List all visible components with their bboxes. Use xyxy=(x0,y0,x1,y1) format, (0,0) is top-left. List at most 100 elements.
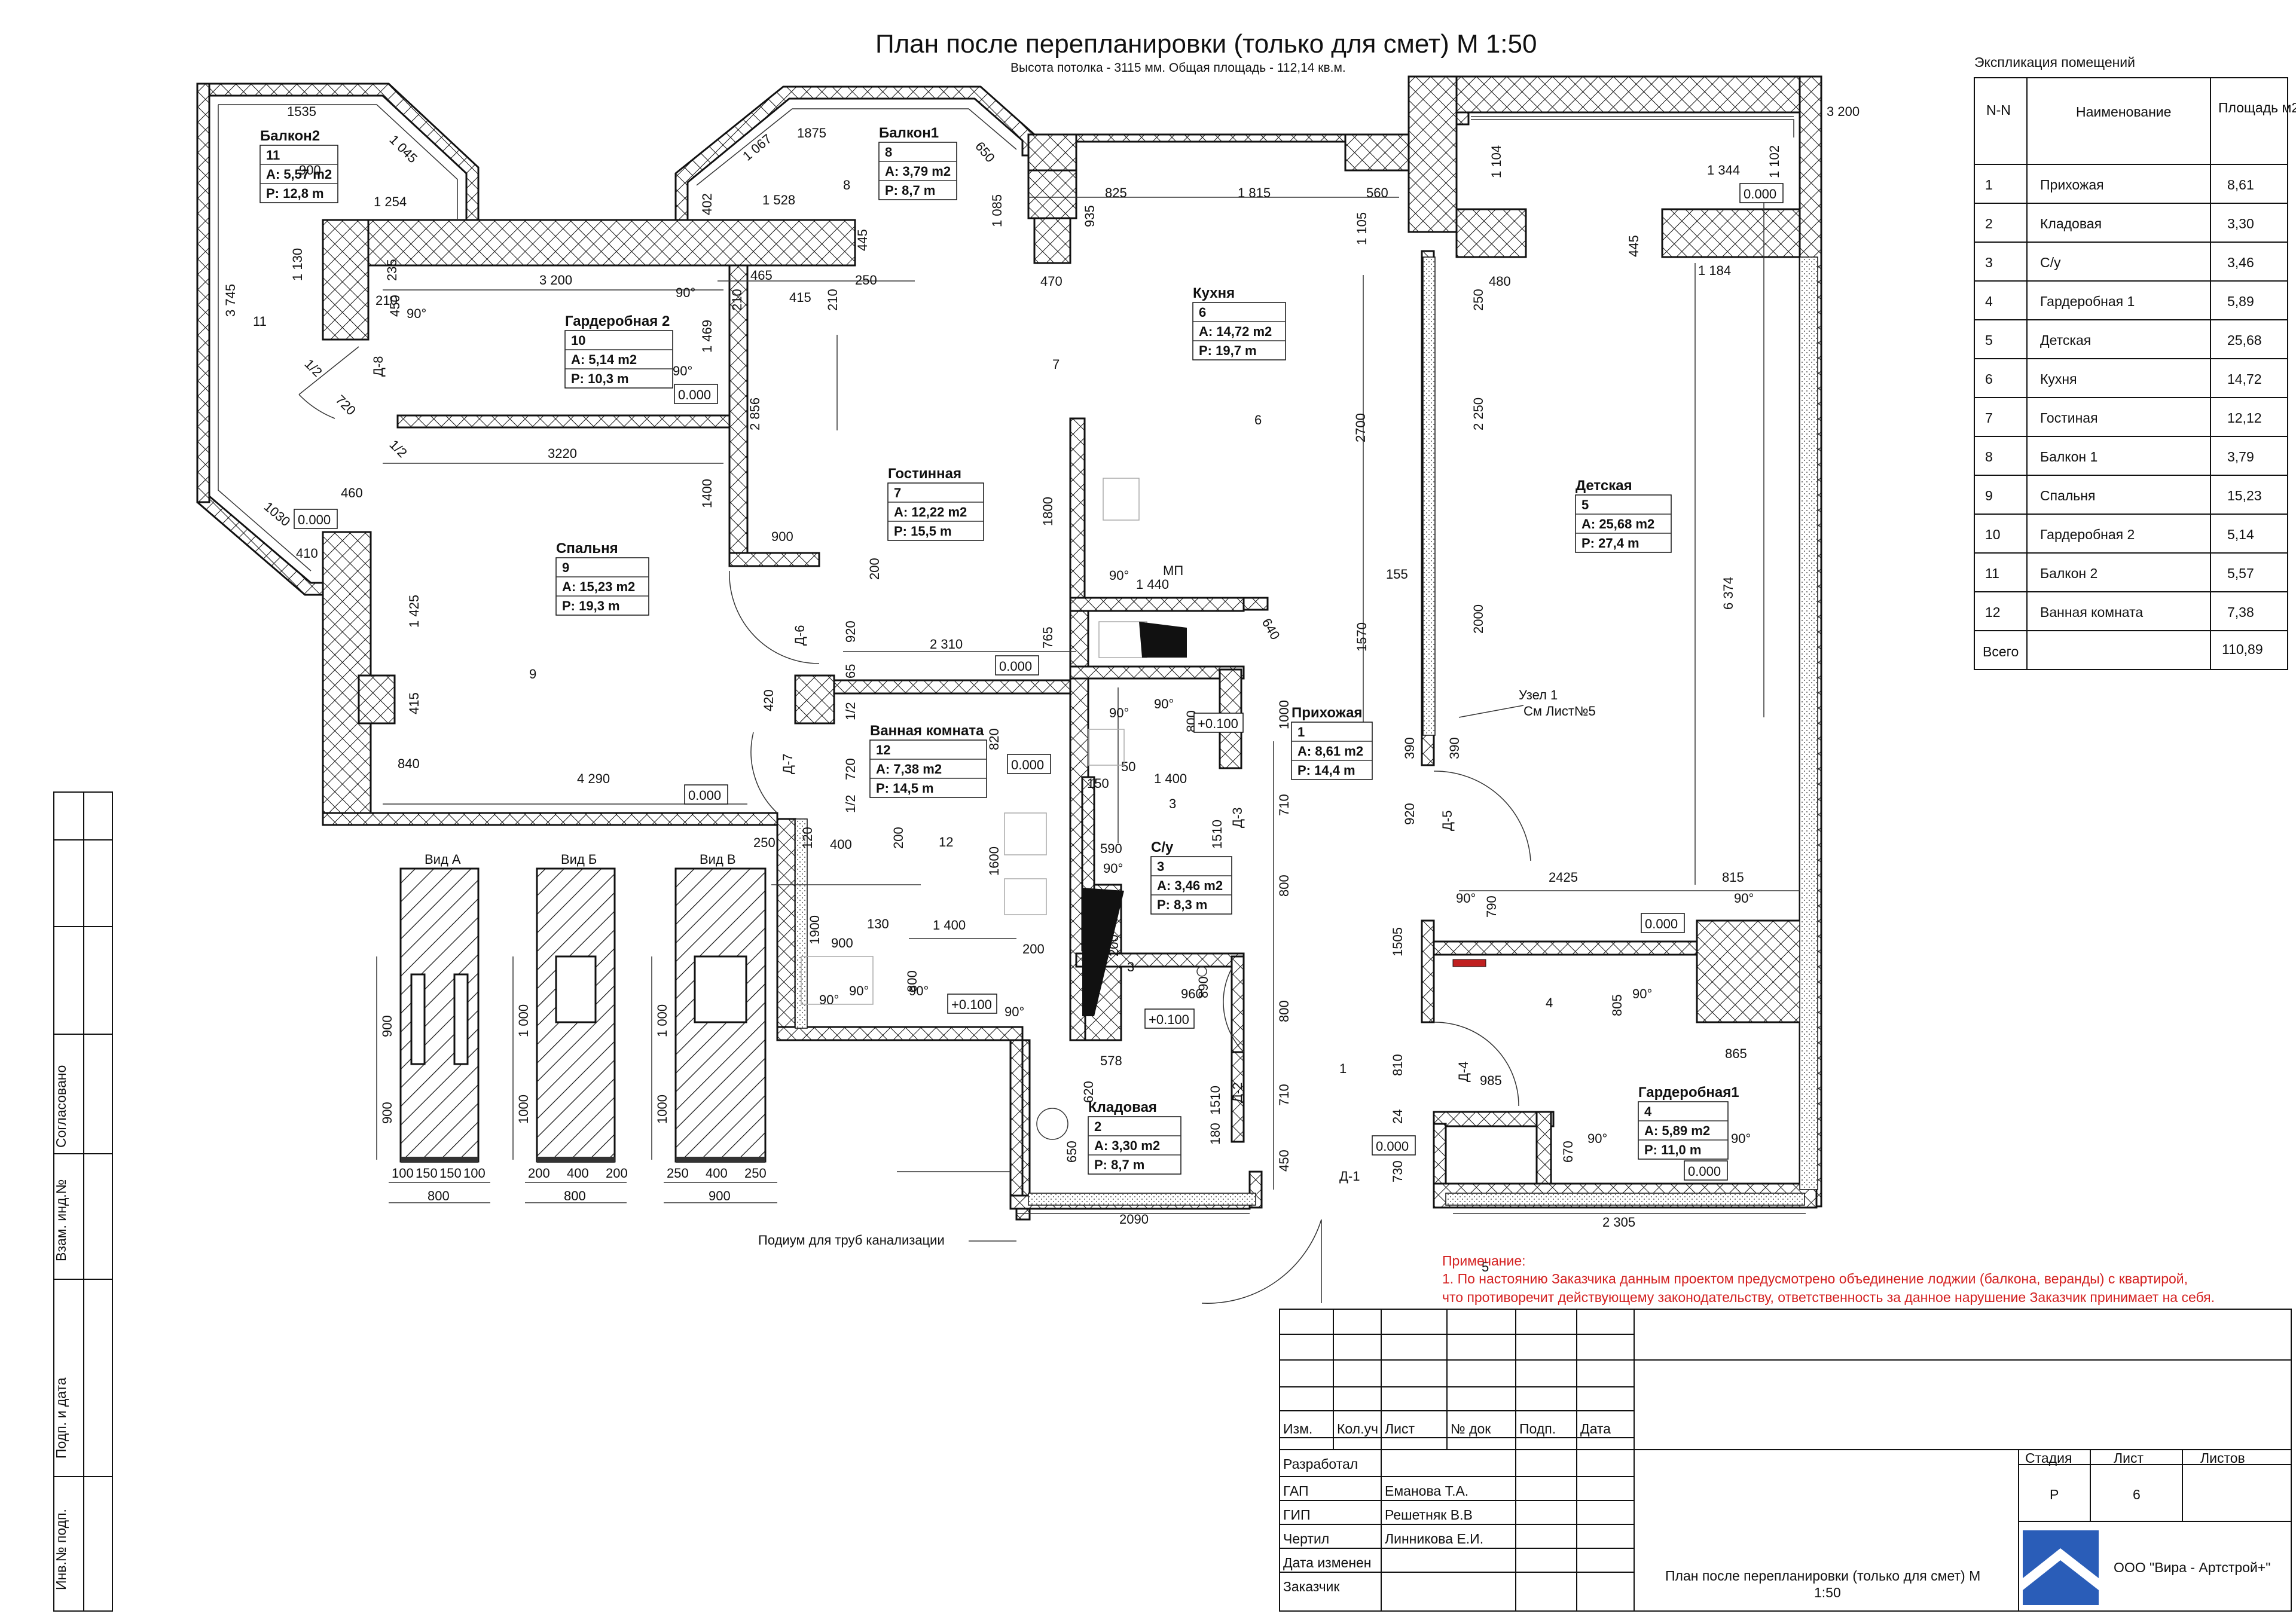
stamp-col-header: Дата xyxy=(1580,1421,1611,1436)
svg-text:Прихожая: Прихожая xyxy=(1292,705,1362,721)
svg-text:5: 5 xyxy=(1482,1260,1489,1274)
svg-text:210: 210 xyxy=(729,289,744,311)
svg-text:1/2: 1/2 xyxy=(386,437,410,460)
svg-text:Гардеробная 2: Гардеробная 2 xyxy=(565,313,670,329)
svg-text:90°: 90° xyxy=(1103,861,1123,876)
svg-text:1 815: 1 815 xyxy=(1238,185,1271,200)
svg-text:Балкон2: Балкон2 xyxy=(260,128,320,144)
svg-text:Балкон1: Балкон1 xyxy=(879,125,939,141)
svg-text:800: 800 xyxy=(1277,875,1292,897)
svg-text:0.000: 0.000 xyxy=(688,788,721,803)
door-label-d7: Д-7 xyxy=(780,754,795,774)
svg-text:P: 10,3 m: P: 10,3 m xyxy=(571,371,629,386)
svg-text:650: 650 xyxy=(972,139,998,165)
svg-text:90°: 90° xyxy=(819,992,839,1007)
stamp-stage: Р xyxy=(2050,1487,2059,1502)
svg-text:50: 50 xyxy=(1121,759,1135,774)
svg-text:825: 825 xyxy=(1105,185,1127,200)
explication-total-label: Всего xyxy=(1983,644,2019,659)
explication-row-area: 12,12 xyxy=(2227,410,2262,426)
svg-text:250: 250 xyxy=(744,1166,767,1181)
svg-text:390: 390 xyxy=(1447,737,1462,759)
svg-text:2000: 2000 xyxy=(1471,604,1486,634)
stamp-col-header: Подп. xyxy=(1519,1421,1556,1436)
svg-text:+0.100: +0.100 xyxy=(1149,1012,1189,1027)
stamp-stage-label: Стадия xyxy=(2025,1450,2072,1466)
svg-text:2 856: 2 856 xyxy=(747,398,762,430)
svg-text:P: 14,5 m: P: 14,5 m xyxy=(876,781,934,796)
svg-text:P: 8,7 m: P: 8,7 m xyxy=(885,183,935,198)
stamp-role: ГАП xyxy=(1283,1483,1309,1499)
side-stamp-replace: Взам. инд.№ xyxy=(53,1179,69,1261)
explication-row-area: 15,23 xyxy=(2227,488,2262,503)
explication-row-num: 3 xyxy=(1985,255,1993,270)
stamp-person: Еманова Т.А. xyxy=(1385,1483,1468,1499)
svg-text:235: 235 xyxy=(384,259,399,281)
svg-text:3220: 3220 xyxy=(548,446,577,461)
svg-text:8: 8 xyxy=(885,145,892,160)
svg-text:2 250: 2 250 xyxy=(1471,398,1486,430)
svg-text:400: 400 xyxy=(706,1166,728,1181)
col-header-num: N-N xyxy=(1986,102,2011,118)
svg-text:935: 935 xyxy=(1082,205,1097,227)
svg-text:2 310: 2 310 xyxy=(930,637,963,652)
svg-text:P: 11,0 m: P: 11,0 m xyxy=(1644,1142,1701,1157)
svg-text:2 305: 2 305 xyxy=(1602,1215,1635,1230)
svg-text:410: 410 xyxy=(296,546,318,561)
explication-row-name: Гардеробная 2 xyxy=(2040,527,2135,542)
svg-text:Детская: Детская xyxy=(1576,478,1632,494)
explication-row-area: 14,72 xyxy=(2227,371,2262,387)
door-label-d2: Д-2 xyxy=(1230,1083,1245,1103)
svg-text:2700: 2700 xyxy=(1353,413,1368,442)
podium-label: Подиум для труб канализации xyxy=(758,1233,945,1248)
svg-text:6: 6 xyxy=(1199,305,1206,320)
svg-text:1 104: 1 104 xyxy=(1489,145,1504,178)
svg-text:90°: 90° xyxy=(1632,986,1652,1001)
explication-row-area: 25,68 xyxy=(2227,332,2262,348)
svg-text:100: 100 xyxy=(463,1166,486,1181)
svg-text:P: 14,4 m: P: 14,4 m xyxy=(1297,763,1355,778)
svg-text:1 254: 1 254 xyxy=(374,194,407,209)
svg-text:1 102: 1 102 xyxy=(1767,145,1782,178)
svg-text:90°: 90° xyxy=(1456,891,1476,906)
explication-row-area: 3,30 xyxy=(2227,216,2254,231)
svg-text:800: 800 xyxy=(428,1188,450,1203)
explication-row-area: 5,57 xyxy=(2227,566,2254,581)
svg-text:130: 130 xyxy=(867,916,889,931)
angle-markers: 90° 90° 90° 90° 90° 90° 90° 90° 90° 90° … xyxy=(407,285,1754,1146)
stamp-role: Разработал xyxy=(1283,1456,1358,1472)
svg-text:445: 445 xyxy=(1626,235,1641,257)
svg-text:1400: 1400 xyxy=(700,479,715,508)
svg-text:90°: 90° xyxy=(909,983,929,998)
svg-text:210: 210 xyxy=(375,293,398,308)
svg-text:810: 810 xyxy=(1390,1054,1405,1076)
stamp-col-header: № док xyxy=(1451,1421,1491,1436)
svg-text:P: 19,3 m: P: 19,3 m xyxy=(562,598,620,613)
svg-text:400: 400 xyxy=(567,1166,589,1181)
svg-text:710: 710 xyxy=(1277,794,1292,816)
explication-row-num: 2 xyxy=(1985,216,1993,231)
svg-text:805: 805 xyxy=(1610,994,1625,1016)
svg-text:A: 5,14 m2: A: 5,14 m2 xyxy=(571,352,637,367)
svg-text:4 290: 4 290 xyxy=(577,771,610,786)
stamp-role: Чертил xyxy=(1283,1531,1329,1546)
svg-text:3: 3 xyxy=(1169,796,1176,811)
svg-text:402: 402 xyxy=(700,193,715,215)
svg-text:920: 920 xyxy=(1402,803,1417,825)
svg-text:1510: 1510 xyxy=(1210,820,1225,849)
svg-text:9: 9 xyxy=(529,667,536,681)
svg-text:720: 720 xyxy=(843,758,858,780)
svg-text:1505: 1505 xyxy=(1390,927,1405,956)
svg-text:670: 670 xyxy=(1561,1141,1576,1163)
svg-text:90°: 90° xyxy=(1734,891,1754,906)
svg-text:450: 450 xyxy=(387,295,402,317)
svg-text:200: 200 xyxy=(528,1166,550,1181)
stamp-doc-title-1: План после перепланировки (только для см… xyxy=(1665,1568,1980,1584)
svg-text:24: 24 xyxy=(1390,1109,1405,1124)
